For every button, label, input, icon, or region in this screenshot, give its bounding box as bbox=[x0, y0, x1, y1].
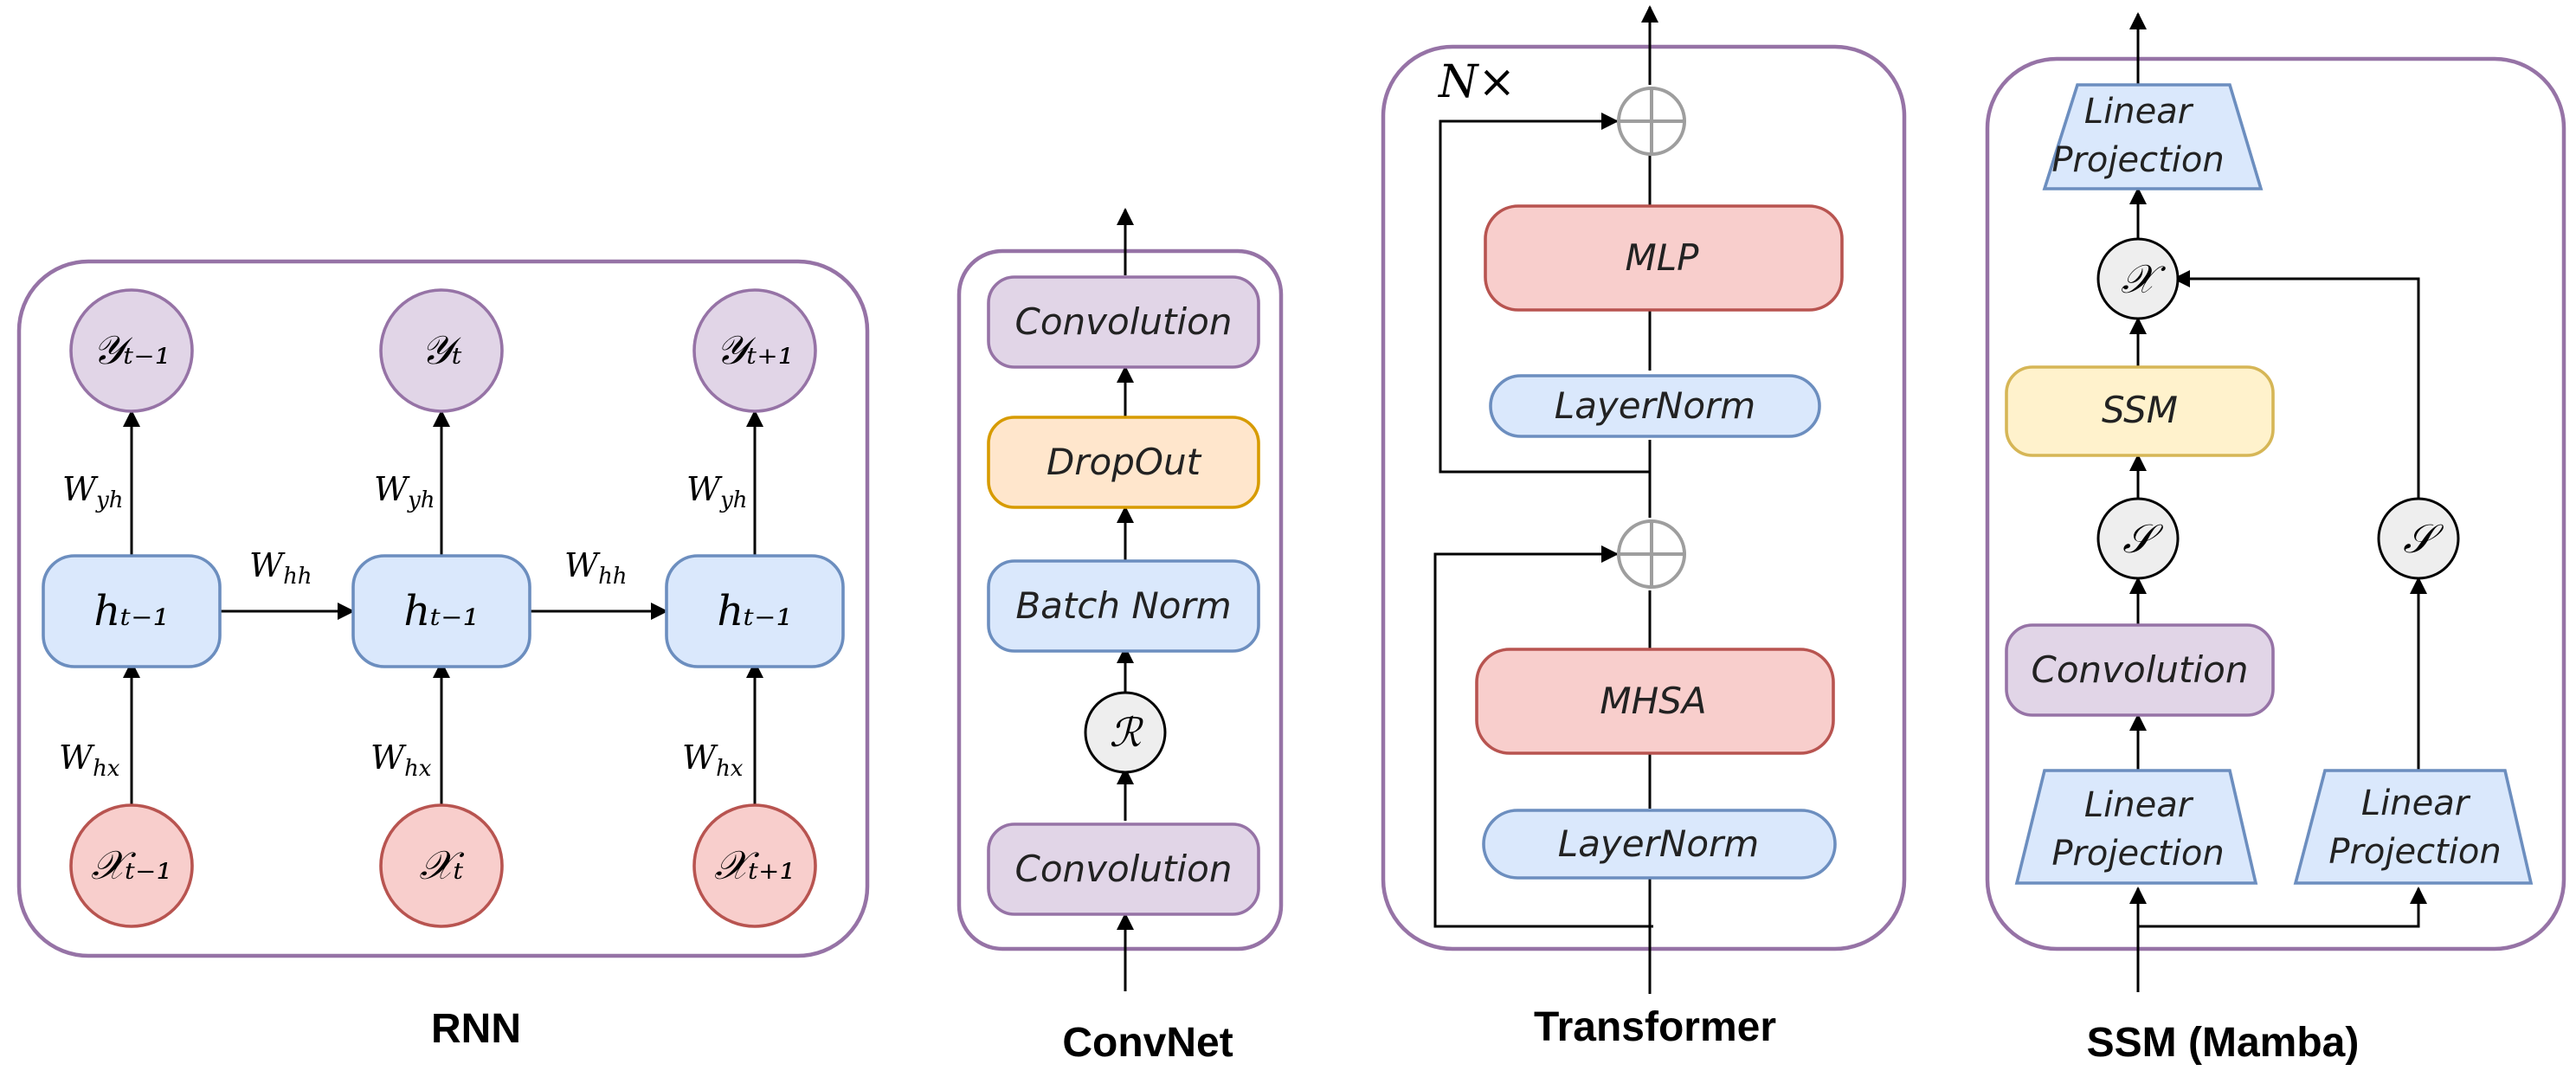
linear-projection-out-label: Projection bbox=[2051, 140, 2224, 180]
layernorm-top bbox=[1489, 374, 1821, 438]
rnn-input-nodes: 𝒳ₜ₋₁ 𝒳ₜ 𝒳ₜ₊₁ bbox=[69, 803, 817, 928]
dropout-layer bbox=[987, 416, 1260, 509]
linear-projection-right-label: Projection bbox=[2328, 832, 2501, 872]
repeat-label: N× bbox=[1437, 56, 1516, 108]
conv-layer-top bbox=[987, 275, 1260, 369]
transformer-frame bbox=[1381, 44, 1907, 951]
rnn-frame bbox=[16, 259, 870, 958]
input-node bbox=[69, 803, 194, 928]
weight-label-hh: Whh bbox=[249, 546, 312, 590]
mlp-block bbox=[1484, 204, 1844, 312]
layernorm-bottom-label: LayerNorm bbox=[1558, 822, 1759, 865]
rnn-hidden-nodes: hₜ₋₁ hₜ₋₁ hₜ₋₁ bbox=[42, 554, 845, 668]
hidden-state-label: hₜ₋₁ bbox=[717, 587, 792, 635]
ssm-frame bbox=[1985, 56, 2566, 951]
output-node bbox=[379, 288, 504, 413]
rnn-output-nodes: 𝒴ₜ₋₁ 𝒴ₜ 𝒴ₜ₊₁ bbox=[69, 288, 817, 413]
weight-label-hx: Whx bbox=[682, 738, 744, 782]
batch-norm-layer-label: Batch Norm bbox=[1015, 584, 1231, 627]
panel-title-convnet: ConvNet bbox=[1062, 1020, 1233, 1066]
input-node bbox=[379, 803, 504, 928]
layernorm-top-label: LayerNorm bbox=[1555, 384, 1755, 427]
convnet-panel: Convolution DropOut Batch Norm ℛ Convolu… bbox=[956, 208, 1284, 1066]
panel-title-transformer: Transformer bbox=[1534, 1004, 1776, 1050]
linear-projection-out-label: Linear bbox=[2084, 92, 2194, 132]
weight-label-yh: Wyh bbox=[686, 470, 748, 513]
linear-projection-right-label: Linear bbox=[2361, 784, 2471, 823]
linear-projection-right bbox=[2293, 769, 2534, 885]
hidden-state-label: hₜ₋₁ bbox=[403, 587, 479, 635]
add-node-bottom bbox=[1617, 519, 1686, 589]
weight-label-hh: Whh bbox=[564, 546, 628, 590]
weight-label-hx: Whx bbox=[370, 738, 432, 782]
input-node bbox=[692, 803, 817, 928]
output-node-label: 𝒴ₜ bbox=[421, 326, 461, 373]
linear-projection-left-label: Linear bbox=[2084, 785, 2194, 825]
weight-label-yh: Wyh bbox=[62, 470, 124, 513]
ssm-conv-layer bbox=[2005, 623, 2275, 717]
linear-projection-left-label: Projection bbox=[2051, 834, 2224, 874]
conv-layer-bottom-label: Convolution bbox=[1015, 848, 1233, 890]
hidden-state-node bbox=[351, 554, 531, 668]
ssm-conv-layer-label: Convolution bbox=[2032, 648, 2249, 691]
activation-node-right bbox=[2377, 497, 2460, 580]
activation-node-left bbox=[2096, 497, 2180, 580]
rnn-panel: Wyh Wyh Wyh Whh Whh Whx Whx Whx 𝒴ₜ₋₁ 𝒴ₜ … bbox=[16, 259, 870, 1052]
conv-layer-bottom bbox=[987, 822, 1260, 916]
ssm-block bbox=[2005, 365, 2275, 457]
weight-label-hx: Whx bbox=[59, 738, 120, 782]
convnet-frame bbox=[956, 248, 1284, 951]
batch-norm-layer bbox=[987, 559, 1260, 653]
mlp-block-label: MLP bbox=[1626, 236, 1700, 279]
panel-title-ssm: SSM (Mamba) bbox=[2087, 1020, 2360, 1066]
weight-label-yh: Wyh bbox=[374, 470, 435, 513]
transformer-edges bbox=[1433, 5, 1658, 994]
input-node-label: 𝒳ₜ₋₁ bbox=[91, 842, 172, 888]
linear-projection-out bbox=[2042, 83, 2264, 190]
output-node-label: 𝒴ₜ₊₁ bbox=[716, 326, 794, 373]
input-node-label: 𝒳ₜ₊₁ bbox=[714, 842, 795, 888]
relu-node bbox=[1084, 691, 1167, 774]
rnn-edges bbox=[123, 410, 763, 805]
transformer-panel: N× MLP LayerNorm bbox=[1381, 5, 1907, 1050]
hidden-state-node bbox=[665, 554, 845, 668]
hidden-state-node bbox=[42, 554, 222, 668]
mhsa-block-label: MHSA bbox=[1600, 680, 1706, 722]
relu-node-label: ℛ bbox=[1110, 709, 1144, 756]
panel-title-rnn: RNN bbox=[431, 1006, 521, 1052]
layernorm-bottom bbox=[1482, 809, 1837, 880]
ssm-block-label: SSM bbox=[2102, 389, 2178, 431]
input-node-label: 𝒳ₜ bbox=[420, 842, 465, 888]
mhsa-block bbox=[1475, 648, 1835, 755]
conv-layer-top-label: Convolution bbox=[1015, 300, 1233, 343]
multiply-node bbox=[2096, 237, 2180, 320]
output-node bbox=[69, 288, 194, 413]
output-node bbox=[692, 288, 817, 413]
ssm-edges bbox=[2129, 12, 2427, 992]
rnn-weight-labels: Wyh Wyh Wyh Whh Whh Whx Whx Whx bbox=[59, 470, 748, 782]
ssm-panel: Linear Projection 𝒳 SSM 𝒮 𝒮 Convolution … bbox=[1985, 12, 2566, 1066]
output-node-label: 𝒴ₜ₋₁ bbox=[93, 326, 171, 373]
add-node-top bbox=[1617, 87, 1686, 156]
dropout-layer-label: DropOut bbox=[1046, 441, 1202, 483]
linear-projection-left bbox=[2014, 769, 2258, 885]
hidden-state-label: hₜ₋₁ bbox=[93, 587, 169, 635]
